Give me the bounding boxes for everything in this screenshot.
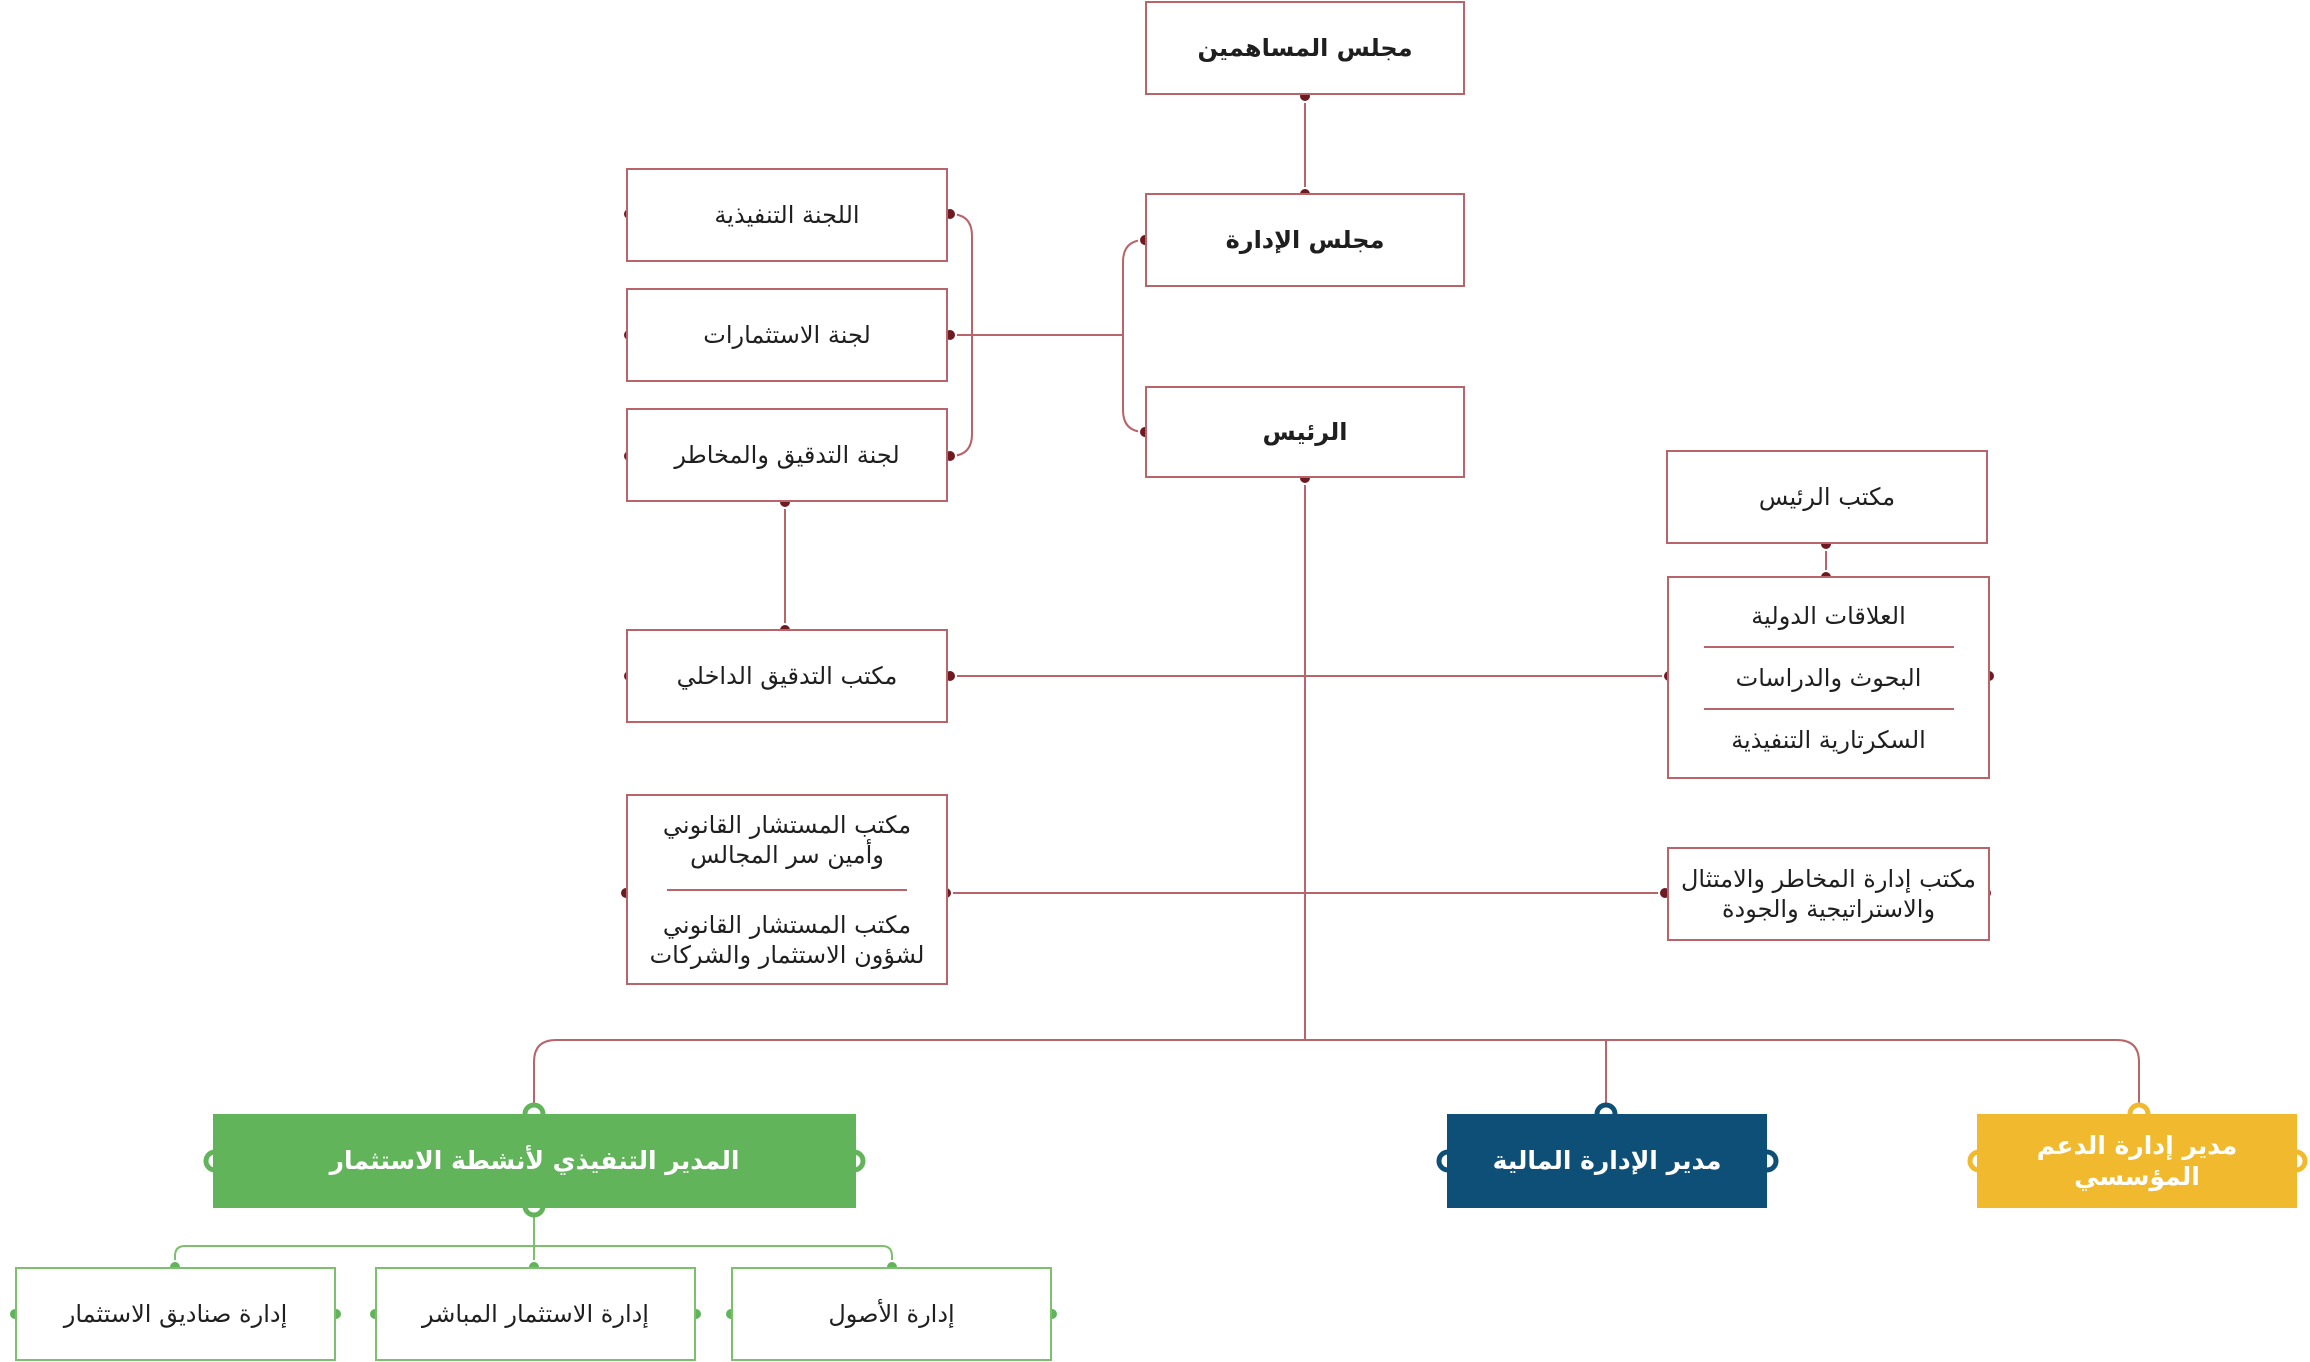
funds-mgmt-box[interactable]: إدارة صناديق الاستثمار (15, 1267, 336, 1361)
risk-office-box[interactable]: مكتب إدارة المخاطر والامتثال والاستراتيج… (1667, 847, 1990, 941)
direct-investment-box[interactable]: إدارة الاستثمار المباشر (375, 1267, 696, 1361)
internal-audit-box[interactable]: مكتب التدقيق الداخلي (626, 629, 948, 723)
investment-committee-label: لجنة الاستثمارات (703, 321, 871, 349)
assets-mgmt-box[interactable]: إدارة الأصول (731, 1267, 1052, 1361)
legal-offices-box[interactable]: مكتب المستشار القانوني وأمين سر المجالس … (626, 794, 948, 985)
risk-office-line2: والاستراتيجية والجودة (1721, 895, 1936, 923)
executive-committee-box[interactable]: اللجنة التنفيذية (626, 168, 948, 262)
ceo-units-box[interactable]: العلاقات الدولية البحوث والدراسات السكرت… (1667, 576, 1990, 779)
research-studies-label: البحوث والدراسات (1735, 663, 1922, 692)
support-director-box[interactable]: مدير إدارة الدعم المؤسسي (1977, 1114, 2297, 1208)
investment-committee-box[interactable]: لجنة الاستثمارات (626, 288, 948, 382)
funds-mgmt-label: إدارة صناديق الاستثمار (63, 1300, 288, 1328)
ceo-box[interactable]: الرئيس (1145, 386, 1465, 478)
support-director-label: مدير إدارة الدعم المؤسسي (2036, 1130, 2238, 1191)
executive-committee-label: اللجنة التنفيذية (714, 201, 860, 229)
executive-secretariat-label: السكرتارية التنفيذية (1731, 725, 1926, 754)
risk-office-line1: مكتب إدارة المخاطر والامتثال (1680, 865, 1977, 893)
legal-board-line2: وأمين سر المجالس (690, 840, 884, 869)
ceo-office-label: مكتب الرئيس (1758, 483, 1896, 511)
legal-board-line1: مكتب المستشار القانوني (662, 810, 912, 839)
internal-audit-label: مكتب التدقيق الداخلي (676, 662, 898, 690)
divider (1703, 645, 1954, 648)
assets-mgmt-label: إدارة الأصول (828, 1300, 955, 1328)
audit-risk-committee-box[interactable]: لجنة التدقيق والمخاطر (626, 408, 948, 502)
ceo-label: الرئيس (1262, 418, 1348, 446)
divider (667, 888, 907, 891)
ceo-office-box[interactable]: مكتب الرئيس (1666, 450, 1988, 544)
board-label: مجلس الإدارة (1225, 226, 1385, 254)
board-box[interactable]: مجلس الإدارة (1145, 193, 1465, 287)
international-relations-label: العلاقات الدولية (1751, 601, 1906, 630)
divider (1703, 707, 1954, 710)
shareholders-label: مجلس المساهمين (1197, 34, 1413, 62)
direct-investment-label: إدارة الاستثمار المباشر (422, 1300, 649, 1328)
finance-director-label: مدير الإدارة المالية (1492, 1146, 1722, 1176)
legal-invest-line1: مكتب المستشار القانوني (662, 910, 912, 939)
finance-director-box[interactable]: مدير الإدارة المالية (1447, 1114, 1767, 1208)
investment-ceo-label: المدير التنفيذي لأنشطة الاستثمار (329, 1146, 740, 1176)
shareholders-box[interactable]: مجلس المساهمين (1145, 1, 1465, 95)
investment-ceo-box[interactable]: المدير التنفيذي لأنشطة الاستثمار (213, 1114, 856, 1208)
legal-invest-line2: لشؤون الاستثمار والشركات (649, 940, 925, 969)
audit-risk-committee-label: لجنة التدقيق والمخاطر (674, 441, 900, 469)
green-connectors (174, 1206, 893, 1267)
